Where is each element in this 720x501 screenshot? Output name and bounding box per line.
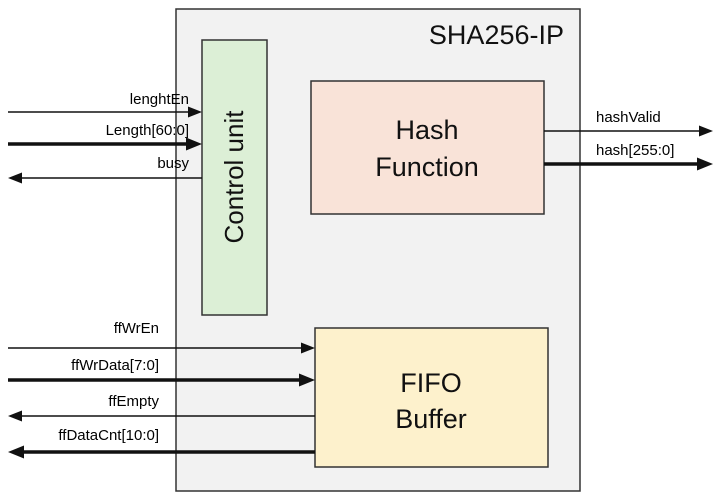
fifo-buffer-label-line2: Buffer (395, 404, 467, 434)
ffWrData-label: ffWrData[7:0] (71, 357, 159, 374)
busy-label: busy (157, 155, 189, 172)
ip-title: SHA256-IP (429, 20, 564, 50)
hash-label: hash[255:0] (596, 142, 674, 159)
control-unit-label: Control unit (219, 110, 249, 244)
control-unit-block (201, 39, 268, 316)
fifo-buffer-label-line1: FIFO (400, 368, 462, 398)
ffWrEn-label: ffWrEn (114, 320, 159, 337)
length-label: Length[60:0] (106, 122, 189, 139)
lenghtEn-label: lenghtEn (130, 91, 189, 108)
hash-arrowhead (697, 157, 713, 171)
ffDataCnt-label: ffDataCnt[10:0] (58, 427, 159, 444)
length-arrowhead (186, 137, 202, 151)
busy-arrowhead (8, 172, 22, 184)
hashValid-arrowhead (699, 125, 713, 137)
ffDataCnt-arrowhead (8, 445, 24, 459)
ffWrData-arrowhead (299, 373, 315, 387)
hash-function-block (310, 80, 545, 215)
ffEmpty-arrowhead (8, 410, 22, 422)
fifo-buffer-block (314, 327, 549, 468)
ffEmpty-label: ffEmpty (108, 393, 159, 410)
hashValid-label: hashValid (596, 109, 661, 126)
ffWrEn-arrowhead (301, 342, 315, 354)
hash-function-label-line2: Function (375, 152, 479, 182)
lenghtEn-arrowhead (188, 106, 202, 118)
hash-function-label-line1: Hash (395, 115, 458, 145)
